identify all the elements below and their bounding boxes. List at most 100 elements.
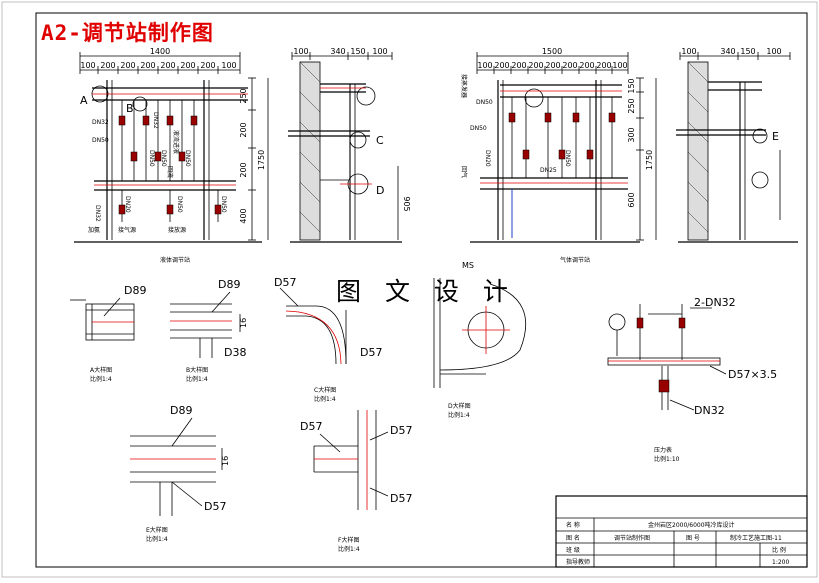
pipe-label: DN50 — [476, 99, 493, 106]
tb-r1-label: 名 称 — [566, 521, 580, 529]
detail-b-scale: 比例1:4 — [186, 375, 208, 383]
liquid-height-dim: 1750 — [257, 150, 266, 170]
side-dim: 100 — [293, 47, 308, 56]
gas-overall-width: 1500 — [542, 47, 562, 56]
liquid-top-dim: 100 — [80, 61, 95, 70]
side-dim: 150 — [350, 47, 365, 56]
tb-r1-value: 金州岩区2000/6000吨冷库设计 — [648, 521, 735, 529]
tb-r4-label: 指导教师 — [566, 558, 590, 566]
detail-b-label: D89 — [218, 278, 240, 291]
liquid-station-front-view — [74, 52, 269, 243]
detail-f-label3: D57 — [390, 492, 412, 505]
flow-label: 加氨 — [88, 226, 100, 234]
detail-c-centerline — [285, 310, 342, 365]
pipe-label: DN32 — [92, 119, 109, 126]
flow-label: 回流 — [166, 166, 174, 178]
gas-top-dims: 100 200 200 200 200 200 200 200 100 — [477, 61, 627, 70]
liquid-top-dim: 200 — [180, 61, 195, 70]
callout-c: C — [376, 134, 384, 147]
detail-d-scale: 比例1:4 — [448, 411, 470, 419]
tb-r3-label: 班 级 — [566, 546, 580, 554]
liquid-right-dim: 400 — [239, 208, 248, 223]
pipe-label: DN20 — [124, 196, 131, 213]
detail-gauge-label3: DN32 — [694, 404, 725, 417]
inner-border — [35, 12, 808, 568]
side-dim: 340 — [720, 47, 735, 56]
gas-station-front-view — [470, 52, 657, 243]
pipe-label: DN50 — [92, 137, 109, 144]
pipe-label: DN50 — [160, 150, 167, 167]
gas-right-dim: 150 — [627, 78, 636, 93]
callout-d: D — [376, 184, 384, 197]
sheet-title: A2-调节站制作图 — [41, 21, 214, 45]
watermark: 图 文 设 计 — [336, 277, 516, 306]
gas-top-dim: 200 — [528, 61, 543, 70]
liquid-station-valves — [118, 115, 222, 215]
detail-b-dim: 16 — [239, 318, 248, 328]
detail-c-scale: 比例1:4 — [314, 395, 336, 403]
flow-label: 接蒸发器 — [460, 74, 468, 98]
detail-d-crosshair — [462, 306, 510, 354]
liquid-side-dims: 100 340 150 100 905 — [293, 47, 411, 212]
detail-a-label: D89 — [124, 284, 146, 297]
pipe-label: DN25 — [540, 167, 557, 174]
detail-e — [130, 417, 223, 516]
pipe-label: DN32 — [94, 205, 101, 222]
detail-a — [70, 297, 135, 341]
pipe-label: DN32 — [152, 112, 159, 129]
detail-c-caption: C大样图 — [314, 386, 336, 394]
pipe-label: DN20 — [484, 150, 491, 167]
gas-right-dim: 300 — [627, 127, 636, 142]
detail-e-dim: 16 — [221, 456, 230, 466]
liquid-right-dims: 250 200 200 400 1750 — [239, 88, 266, 223]
liquid-station-red-lines — [92, 93, 248, 186]
gas-station-side-view — [676, 52, 798, 243]
flow-label: 接气源 — [118, 226, 136, 234]
liquid-top-dim: 100 — [221, 61, 236, 70]
tb-r2-label: 图 名 — [566, 534, 580, 542]
gas-right-dim: 600 — [627, 192, 636, 207]
gas-height-dim: 1750 — [645, 150, 654, 170]
gas-top-dim: 100 — [612, 61, 627, 70]
flow-label: 液流进液 — [172, 130, 180, 154]
gas-station-caption: 气体调节站 — [560, 256, 590, 264]
liquid-top-dim: 200 — [100, 61, 115, 70]
callout-b: B — [126, 102, 134, 115]
liquid-top-dim: 200 — [200, 61, 215, 70]
gas-top-dim: 200 — [545, 61, 560, 70]
liquid-right-dim: 250 — [239, 88, 248, 103]
detail-f-scale: 比例1:4 — [338, 545, 360, 553]
gas-right-dim: 250 — [627, 98, 636, 113]
liquid-right-dim: 200 — [239, 122, 248, 137]
tb-r3-c3: 比 例 — [772, 546, 786, 554]
side-dim: 340 — [330, 47, 345, 56]
detail-gauge — [607, 304, 727, 411]
tb-r2-value: 调节站制作图 — [614, 534, 650, 542]
detail-c-label: D57 — [274, 276, 296, 289]
gas-vertical-texts: 接蒸发器 回气 — [460, 74, 468, 178]
gas-top-dim: 200 — [562, 61, 577, 70]
liquid-station-side-view — [288, 52, 402, 243]
pipe-label: DN50 — [176, 196, 183, 213]
detail-c — [279, 287, 347, 365]
detail-gauge-label2: D57×3.5 — [728, 368, 777, 381]
detail-c-label2: D57 — [360, 346, 382, 359]
gas-top-dim: 200 — [494, 61, 509, 70]
tb-r2-c4: 制冷工艺施工图-11 — [730, 534, 782, 542]
detail-e-label: D89 — [170, 404, 192, 417]
detail-gauge-valves — [636, 317, 686, 393]
side-dim: 100 — [681, 47, 696, 56]
liquid-station-caption: 液体调节站 — [160, 256, 190, 264]
detail-d-caption: D大样图 — [448, 402, 471, 410]
detail-f — [313, 410, 389, 510]
callout-e: E — [772, 130, 779, 143]
callout-a: A — [80, 94, 88, 107]
detail-gauge-scale: 比例1:10 — [654, 455, 680, 463]
pipe-label: DN50 — [470, 125, 487, 132]
detail-e-scale: 比例1:4 — [146, 535, 168, 543]
side-dim: 100 — [766, 47, 781, 56]
tb-r2-c3: 图 号 — [686, 535, 700, 542]
gas-side-dims: 100 340 150 100 — [681, 47, 781, 56]
detail-b — [170, 291, 241, 358]
